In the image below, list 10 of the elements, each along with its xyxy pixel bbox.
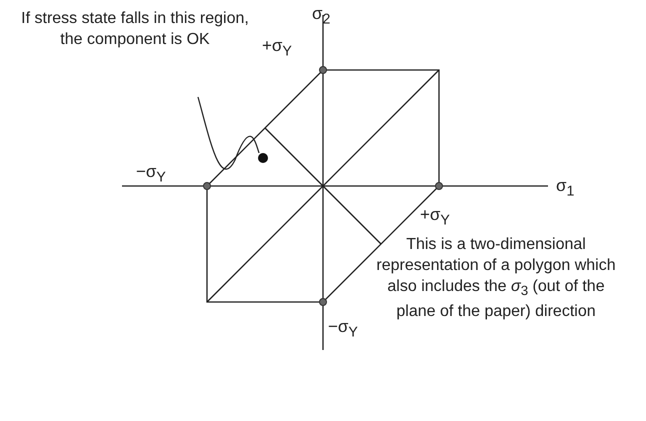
axis-label: σ$_{2}$ xyxy=(312,3,330,30)
yield-stress-label: +σ$_{Y}$ xyxy=(262,35,292,62)
yield-stress-label: −σ$_{Y}$ xyxy=(328,316,358,342)
yield-stress-label: −σ$_{Y}$ xyxy=(136,161,166,188)
yield-stress-label: +σ$_{Y}$ xyxy=(420,204,450,230)
axis-label: σ$_{1}$ xyxy=(556,175,574,202)
leader-line xyxy=(197,96,260,170)
callout-text: If stress state falls in this region, the component is OK xyxy=(10,8,260,50)
region-marker-dot xyxy=(258,153,268,163)
note-text: This is a two-dimensional representation of a polygon which also includes the σ$_{3}$ (out of the plane of the paper) direction xyxy=(376,235,616,322)
